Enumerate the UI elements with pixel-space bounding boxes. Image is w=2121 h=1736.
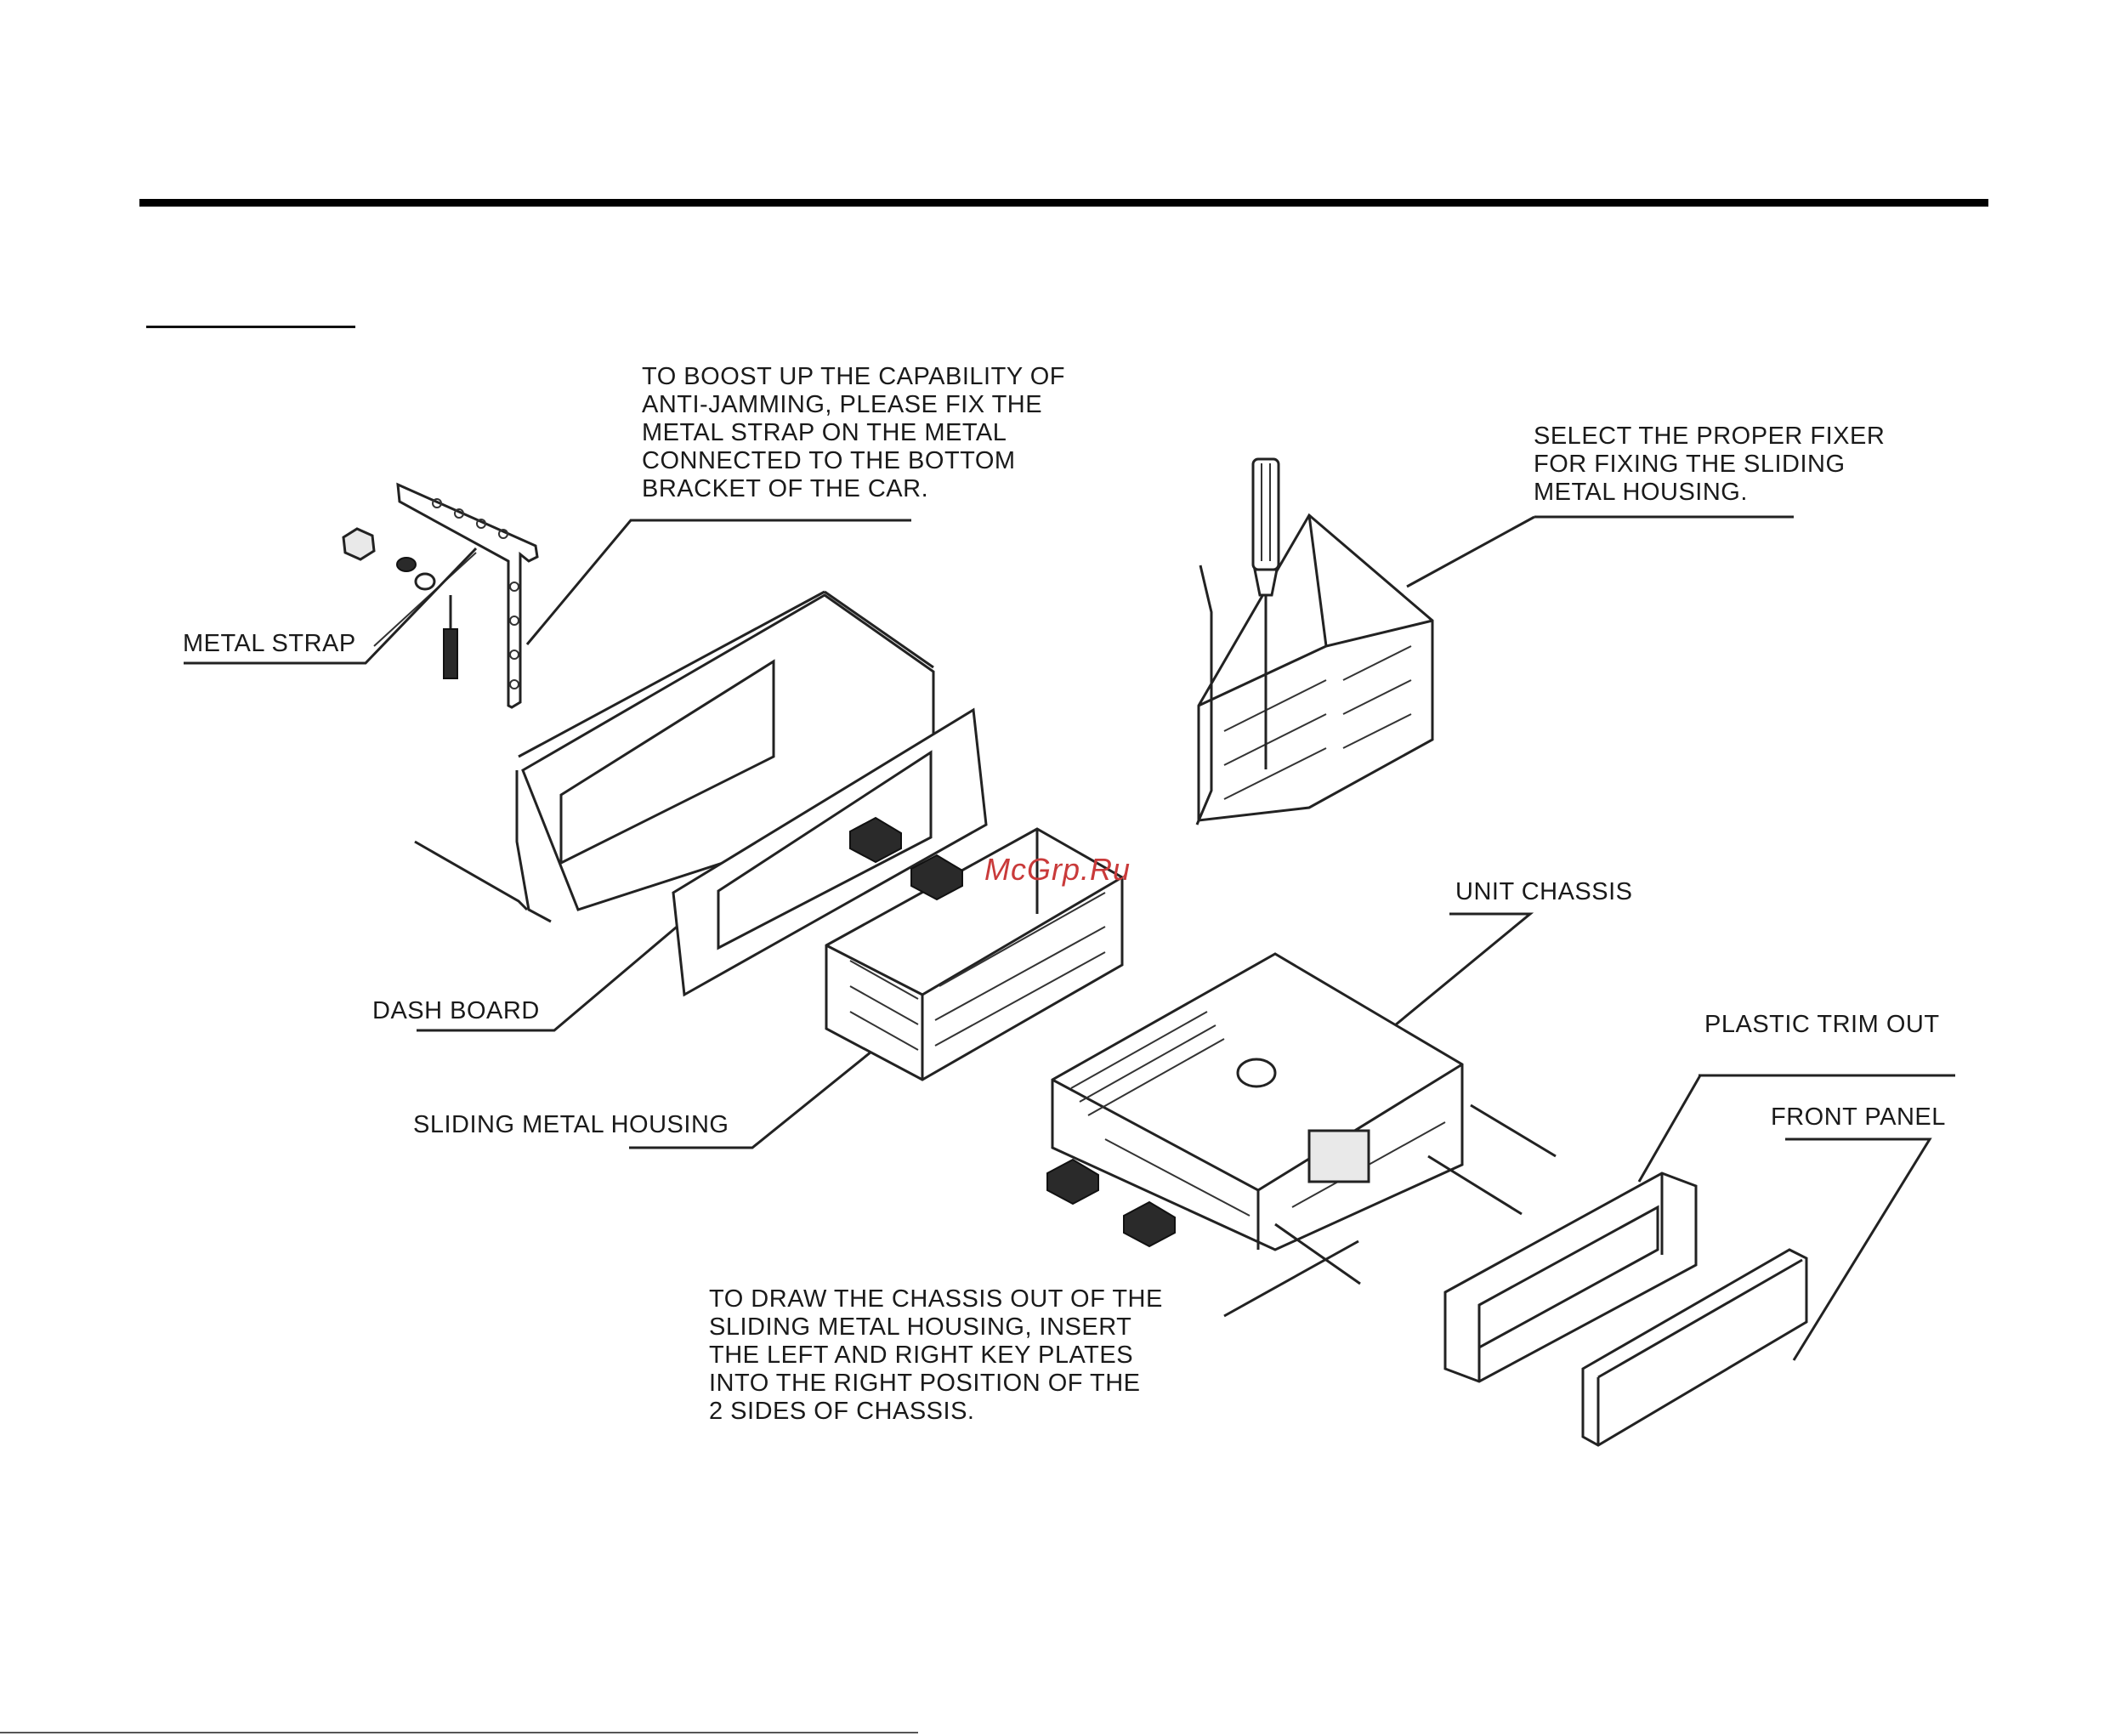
plastic-trim-out-label: PLASTIC TRIM OUT [1704,1011,1940,1038]
unit-chassis-illustration [1051,952,1557,1285]
section-underline [146,326,355,328]
draw-chassis-note: TO DRAW THE CHASSIS OUT OF THE SLIDING M… [709,1285,1163,1426]
note-line: METAL HOUSING. [1534,479,1748,506]
note-line: METAL STRAP ON THE METAL [642,419,1007,446]
fixer-note: SELECT THE PROPER FIXER FOR FIXING THE S… [1534,423,1885,507]
dash-board-label: DASH BOARD [372,997,540,1024]
leader-lines [184,515,1955,1361]
sliding-metal-housing-label: SLIDING METAL HOUSING [413,1111,729,1138]
anti-jamming-note: TO BOOST UP THE CAPABILITY OF ANTI-JAMMI… [642,363,1065,503]
fixer-detail-illustration [1195,457,1434,825]
metal-strap-illustration [342,482,539,709]
watermark: McGrp.Ru [984,852,1131,887]
note-line: SLIDING METAL HOUSING, INSERT [709,1313,1132,1341]
header-rule [139,199,1988,207]
note-line: TO DRAW THE CHASSIS OUT OF THE [709,1285,1163,1313]
direction-arrows [849,816,1176,1248]
note-line: ANTI-JAMMING, PLEASE FIX THE [642,391,1043,418]
metal-strap-label: METAL STRAP [183,630,356,657]
note-line: FOR FIXING THE SLIDING [1534,451,1846,478]
note-line: SELECT THE PROPER FIXER [1534,423,1886,450]
note-line: BRACKET OF THE CAR. [642,475,929,502]
bottom-divider [0,1732,918,1733]
note-line: CONNECTED TO THE BOTTOM [642,447,1016,474]
note-line: TO BOOST UP THE CAPABILITY OF [642,363,1065,390]
plastic-trim-illustration [1443,1172,1698,1383]
note-line: INTO THE RIGHT POSITION OF THE [709,1370,1141,1397]
front-panel-label: FRONT PANEL [1771,1103,1946,1131]
sliding-housing-illustration [825,827,1124,1081]
note-line: 2 SIDES OF CHASSIS. [709,1398,975,1425]
note-line: THE LEFT AND RIGHT KEY PLATES [709,1342,1134,1369]
front-panel-illustration [1581,1248,1808,1447]
unit-chassis-label: UNIT CHASSIS [1455,878,1633,905]
dash-board-illustration [414,590,988,997]
